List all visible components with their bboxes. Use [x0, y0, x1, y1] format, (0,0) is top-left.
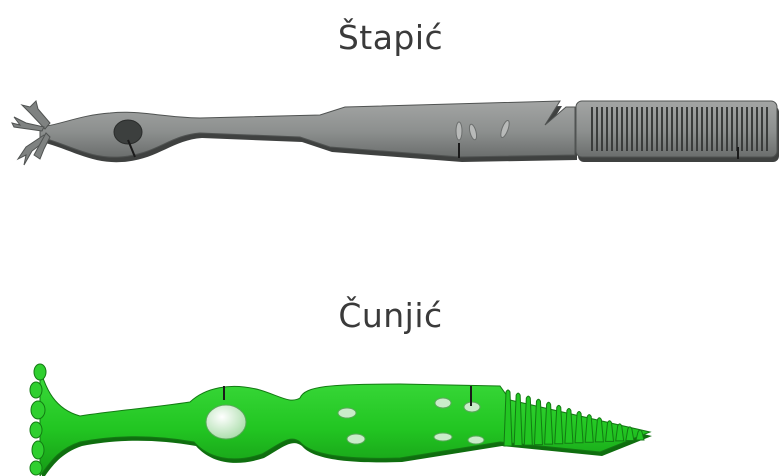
rod-disc	[766, 107, 768, 151]
rod-disc	[731, 107, 733, 151]
cone-nucleus	[206, 405, 246, 439]
rod-disc	[701, 107, 703, 151]
rod-disc	[676, 107, 678, 151]
rod-cell-diagram	[0, 85, 781, 175]
rod-disc	[741, 107, 743, 151]
rod-disc	[681, 107, 683, 151]
rod-disc	[726, 107, 728, 151]
rod-disc	[666, 107, 668, 151]
rod-disc	[616, 107, 618, 151]
cone-cell-diagram	[0, 350, 781, 476]
rod-disc	[636, 107, 638, 151]
rod-disc	[646, 107, 648, 151]
rod-disc	[746, 107, 748, 151]
rod-disc	[686, 107, 688, 151]
rod-disc	[631, 107, 633, 151]
rod-disc	[661, 107, 663, 151]
rod-disc	[651, 107, 653, 151]
rod-disc	[641, 107, 643, 151]
rod-disc	[761, 107, 763, 151]
rod-disc	[596, 107, 598, 151]
rod-disc	[756, 107, 758, 151]
rod-disc	[691, 107, 693, 151]
rod-title: Štapić	[0, 18, 781, 57]
rod-disc	[671, 107, 673, 151]
rod-disc	[751, 107, 753, 151]
rod-disc	[611, 107, 613, 151]
rod-disc	[601, 107, 603, 151]
rod-disc	[706, 107, 708, 151]
rod-disc	[696, 107, 698, 151]
rod-disc	[606, 107, 608, 151]
rod-disc	[656, 107, 658, 151]
rod-organelle	[456, 122, 462, 140]
rod-disc	[591, 107, 593, 151]
rod-disc	[626, 107, 628, 151]
rod-disc	[721, 107, 723, 151]
rod-disc	[711, 107, 713, 151]
rod-disc	[621, 107, 623, 151]
cone-title: Čunjić	[0, 296, 781, 335]
rod-disc	[716, 107, 718, 151]
rod-disc	[736, 107, 738, 151]
